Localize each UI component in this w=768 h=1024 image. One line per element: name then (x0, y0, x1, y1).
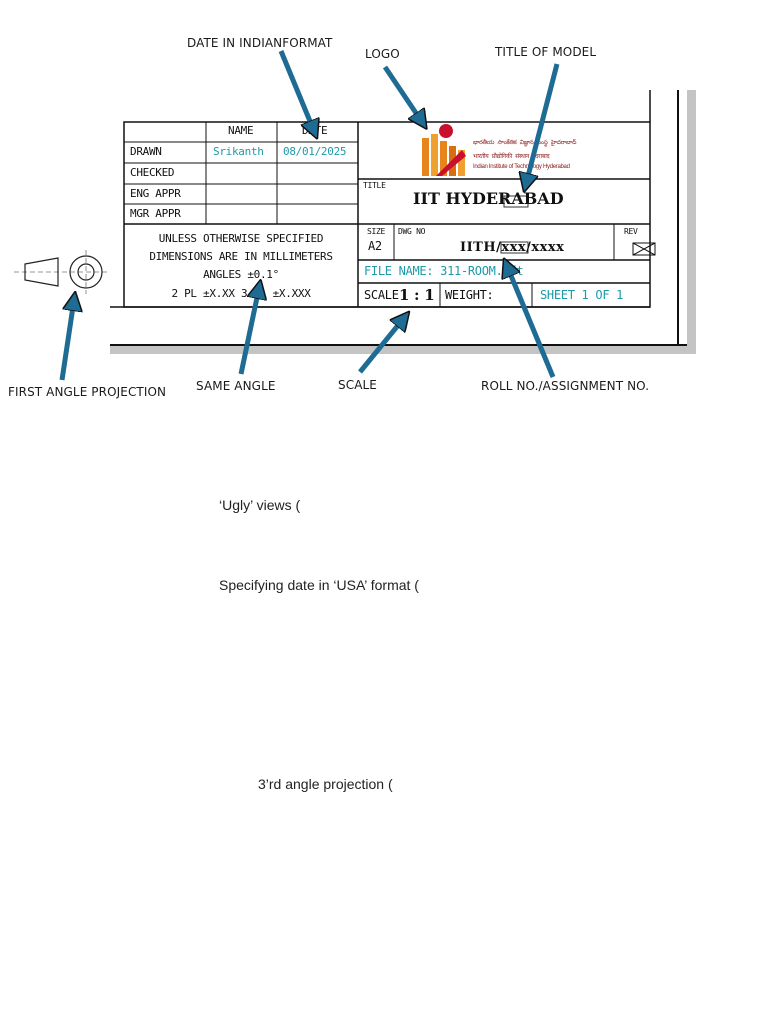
title-block-drawing (14, 90, 696, 354)
note-ugly-views: ‘Ugly’ views ( (219, 497, 301, 513)
callout-first-angle-projection: FIRST ANGLE PROJECTION (8, 385, 167, 399)
scale-value: 1 : 1 (399, 286, 435, 304)
logo-text-hindi: भारतीय प्रौद्योगिकी संस्थान हैदराबाद (473, 153, 550, 160)
scale-label: SCALE (364, 288, 399, 302)
model-title: IIT HYDERABAD (413, 189, 564, 208)
row-label-drawn: DRAWN (130, 145, 162, 158)
callout-logo: LOGO (365, 47, 400, 61)
rev-label: REV (624, 227, 638, 236)
iith-logo-icon (422, 124, 466, 176)
callout-date-format: DATE IN INDIANFORMAT (187, 36, 333, 50)
row-label-eng-appr: ENG APPR (130, 187, 181, 200)
tolerance-line-2: DIMENSIONS ARE IN MILLIMETERS (149, 250, 333, 263)
note-third-angle-projection: 3’rd angle projection ( (258, 776, 393, 792)
row-label-checked: CHECKED (130, 166, 175, 179)
title-label: TITLE (363, 181, 386, 190)
sheet-shadow-bottom (110, 345, 696, 354)
tolerance-line-3: ANGLES ±0.1° (203, 268, 279, 281)
header-date: DATE (302, 124, 328, 137)
callout-title-of-model: TITLE OF MODEL (495, 45, 597, 59)
drawn-name: Srikanth (213, 145, 264, 158)
callout-roll-no: ROLL NO./ASSIGNMENT NO. (481, 379, 650, 393)
callout-scale: SCALE (338, 378, 377, 392)
header-name: NAME (228, 124, 254, 137)
tolerance-line-4: 2 PL ±X.XX 3 PL ±X.XXX (171, 287, 311, 300)
callout-same-angle: SAME ANGLE (196, 379, 276, 393)
first-angle-projection-icon (14, 250, 108, 294)
sheet-shadow-right (687, 90, 696, 354)
file-name: FILE NAME: 311-ROOM.dft (364, 264, 524, 278)
size-value: A2 (368, 239, 382, 253)
dwg-no-label: DWG NO (398, 227, 426, 236)
rev-box-icon (632, 242, 656, 256)
weight-label: WEIGHT: (445, 288, 494, 302)
dwg-marker-box (500, 241, 529, 254)
row-label-mgr-appr: MGR APPR (130, 207, 181, 220)
logo-text-telugu: భారతీయ సాంకేతిక విజ్ఞాన సంస్థ హైదరాబాద్ (473, 139, 577, 146)
title-marker-box (503, 195, 529, 208)
logo-text-english: Indian Institute of Technology Hyderabad (473, 164, 570, 170)
sheet-number: SHEET 1 OF 1 (540, 288, 624, 302)
note-usa-date-format: Specifying date in ‘USA’ format ( (219, 577, 419, 593)
drawn-date: 08/01/2025 (283, 145, 347, 158)
size-label: SIZE (367, 227, 386, 236)
tolerance-line-1: UNLESS OTHERWISE SPECIFIED (158, 232, 324, 245)
dwg-no-value: IITH/xxx/xxxx (460, 240, 565, 255)
